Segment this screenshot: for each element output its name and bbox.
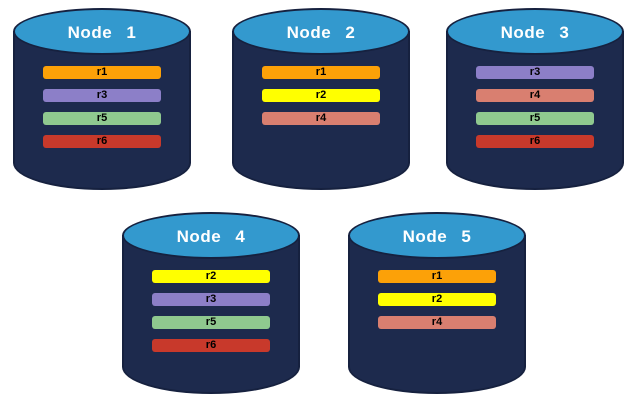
node-rows: r3 r4 r5 r6 <box>476 66 594 148</box>
replica-row-r2: r2 <box>152 270 270 283</box>
replica-row-r5: r5 <box>43 112 161 125</box>
node-title: Node 2 <box>286 22 356 42</box>
cylinder-body <box>446 31 624 190</box>
node-title: Node 3 <box>500 22 570 42</box>
replica-row-r2: r2 <box>262 89 380 102</box>
replica-row-r3: r3 <box>152 293 270 306</box>
cylinder-body <box>122 235 300 394</box>
node-rows: r1 r2 r4 <box>378 270 496 329</box>
db-node-3: Node 3 r3 r4 r5 r6 <box>446 8 624 190</box>
replica-row-r6: r6 <box>43 135 161 148</box>
replica-row-r1: r1 <box>43 66 161 79</box>
cylinder-top-ellipse: Node 1 <box>13 8 191 55</box>
db-node-4: Node 4 r2 r3 r5 r6 <box>122 212 300 394</box>
node-title: Node 1 <box>67 22 137 42</box>
replica-row-r6: r6 <box>476 135 594 148</box>
db-node-1: Node 1 r1 r3 r5 r6 <box>13 8 191 190</box>
cylinder-body <box>232 31 410 190</box>
replica-row-r3: r3 <box>476 66 594 79</box>
cylinder-top-ellipse: Node 4 <box>122 212 300 259</box>
db-node-5: Node 5 r1 r2 r4 <box>348 212 526 394</box>
cylinder-body <box>348 235 526 394</box>
replica-row-r5: r5 <box>152 316 270 329</box>
cylinder-top-ellipse: Node 3 <box>446 8 624 55</box>
node-rows: r2 r3 r5 r6 <box>152 270 270 352</box>
cylinder-top-ellipse: Node 5 <box>348 212 526 259</box>
node-rows: r1 r2 r4 <box>262 66 380 125</box>
replica-row-r5: r5 <box>476 112 594 125</box>
replica-row-r4: r4 <box>476 89 594 102</box>
cylinder-body <box>13 31 191 190</box>
cylinder-top-ellipse: Node 2 <box>232 8 410 55</box>
replica-row-r6: r6 <box>152 339 270 352</box>
node-title: Node 5 <box>402 226 472 246</box>
node-rows: r1 r3 r5 r6 <box>43 66 161 148</box>
replica-row-r4: r4 <box>378 316 496 329</box>
db-node-2: Node 2 r1 r2 r4 <box>232 8 410 190</box>
replica-row-r4: r4 <box>262 112 380 125</box>
node-title: Node 4 <box>176 226 246 246</box>
replica-row-r1: r1 <box>378 270 496 283</box>
replica-row-r3: r3 <box>43 89 161 102</box>
replica-row-r2: r2 <box>378 293 496 306</box>
replica-row-r1: r1 <box>262 66 380 79</box>
